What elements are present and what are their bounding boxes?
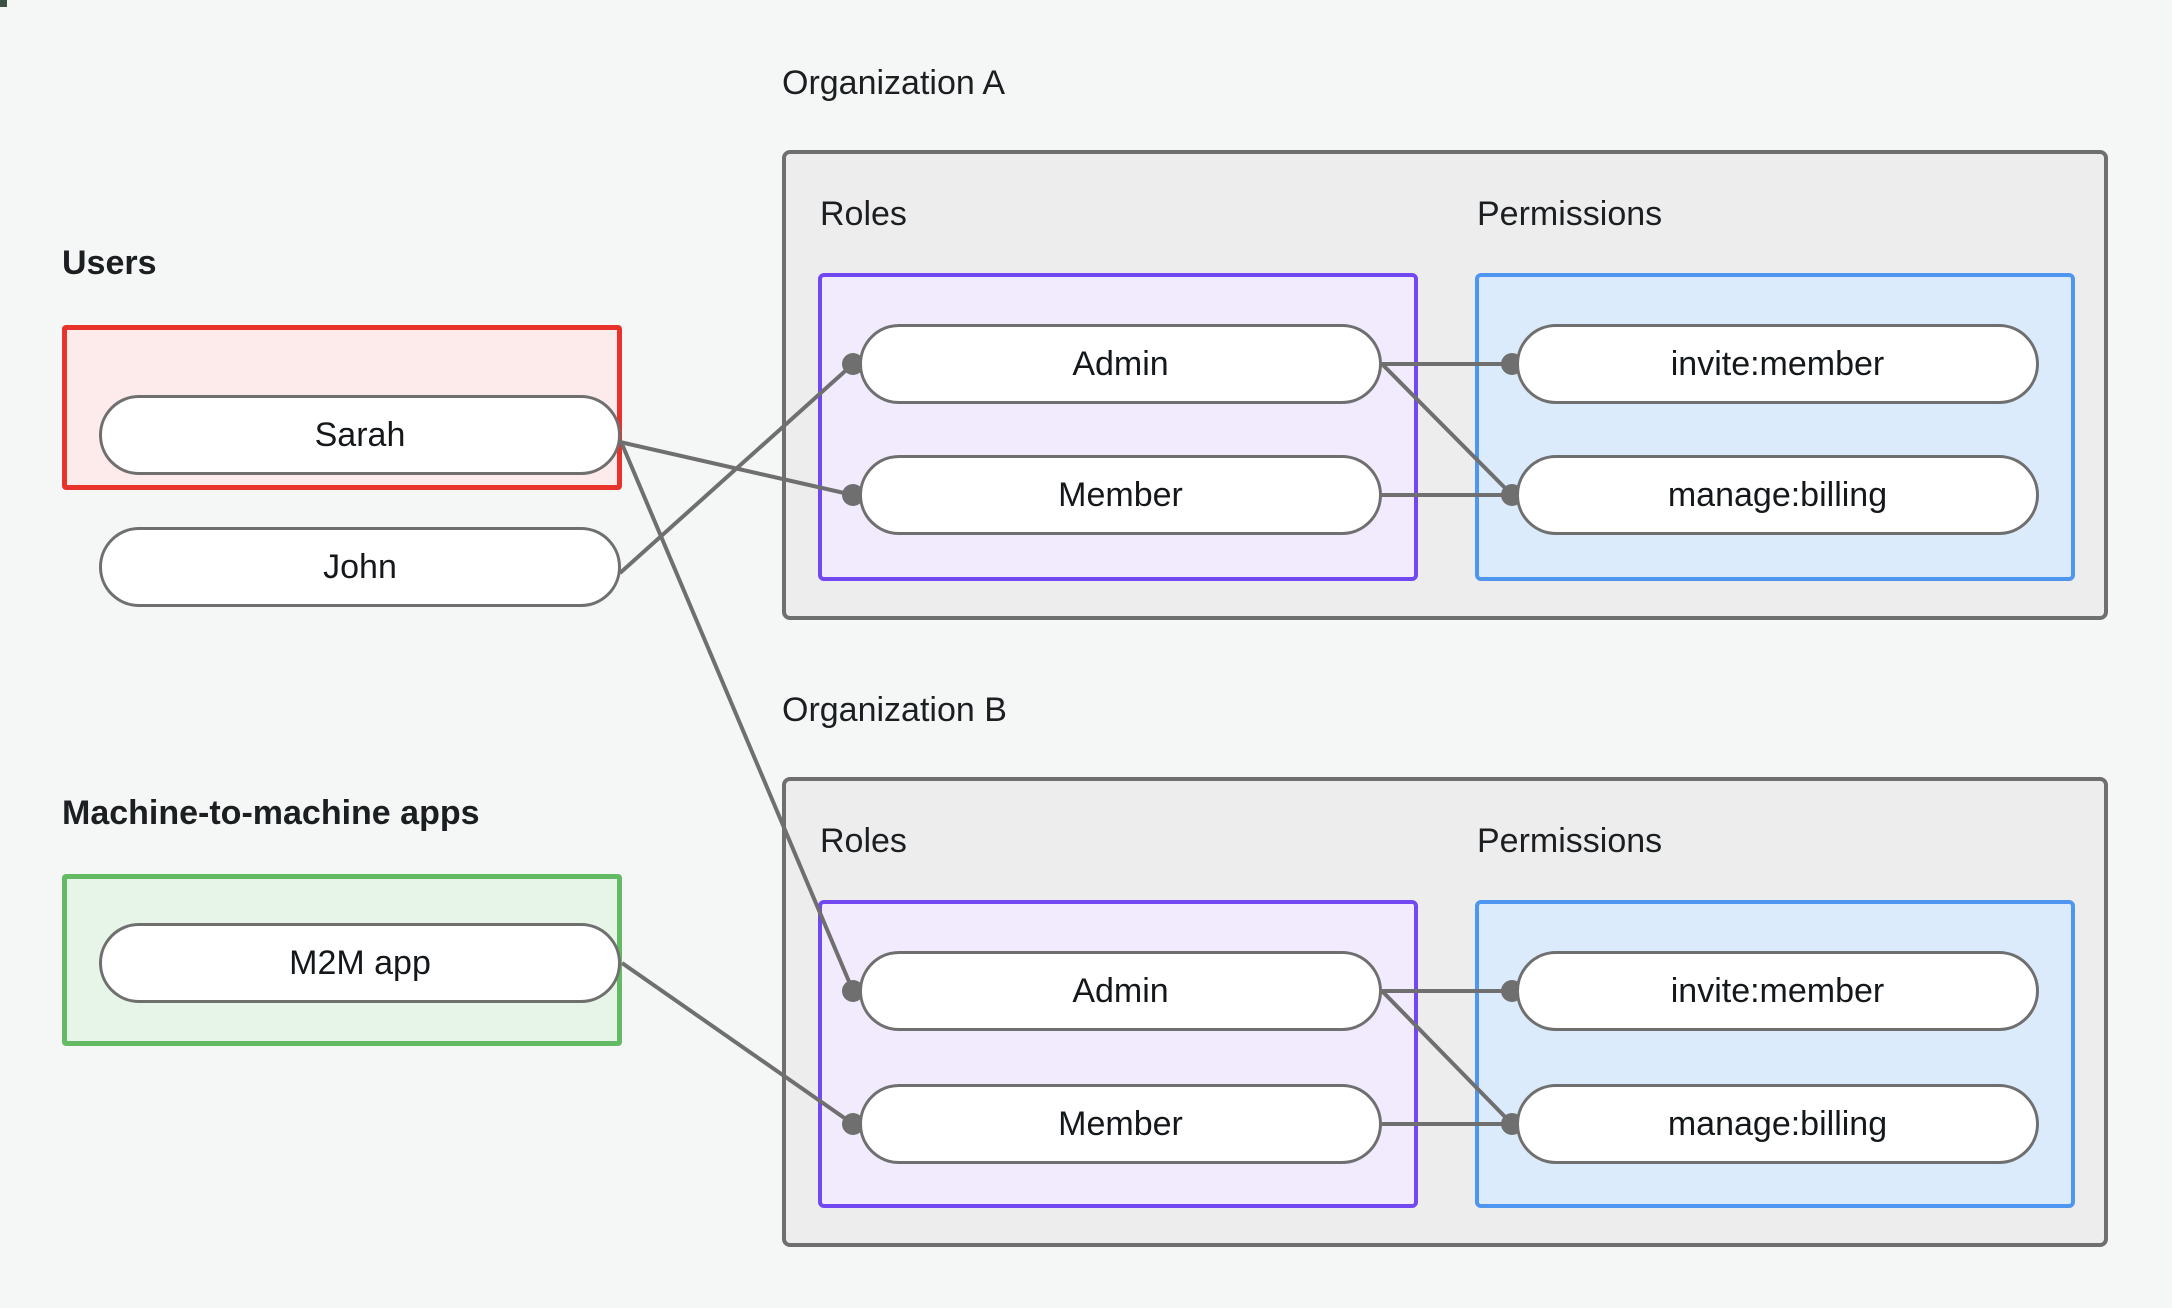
node-sarah[interactable]: Sarah — [99, 395, 621, 475]
node-org-a-admin[interactable]: Admin — [859, 324, 1382, 404]
canvas-corner-artifact — [0, 0, 7, 7]
node-john[interactable]: John — [99, 527, 621, 607]
org-b-roles-title: Roles — [820, 822, 907, 860]
node-org-b-admin[interactable]: Admin — [859, 951, 1382, 1031]
node-org-a-member[interactable]: Member — [859, 455, 1382, 535]
node-org-a-invite-member[interactable]: invite:member — [1516, 324, 2039, 404]
users-group-label: Users — [62, 244, 157, 282]
m2m-group-label: Machine-to-machine apps — [62, 794, 480, 832]
node-org-a-manage-billing[interactable]: manage:billing — [1516, 455, 2039, 535]
org-b-label: Organization B — [782, 691, 1007, 729]
org-a-roles-title: Roles — [820, 195, 907, 233]
org-b-permissions-title: Permissions — [1477, 822, 1663, 860]
node-org-b-manage-billing[interactable]: manage:billing — [1516, 1084, 2039, 1164]
org-a-permissions-title: Permissions — [1477, 195, 1663, 233]
node-org-b-invite-member[interactable]: invite:member — [1516, 951, 2039, 1031]
node-m2m-app[interactable]: M2M app — [99, 923, 621, 1003]
node-org-b-member[interactable]: Member — [859, 1084, 1382, 1164]
org-a-label: Organization A — [782, 64, 1006, 102]
